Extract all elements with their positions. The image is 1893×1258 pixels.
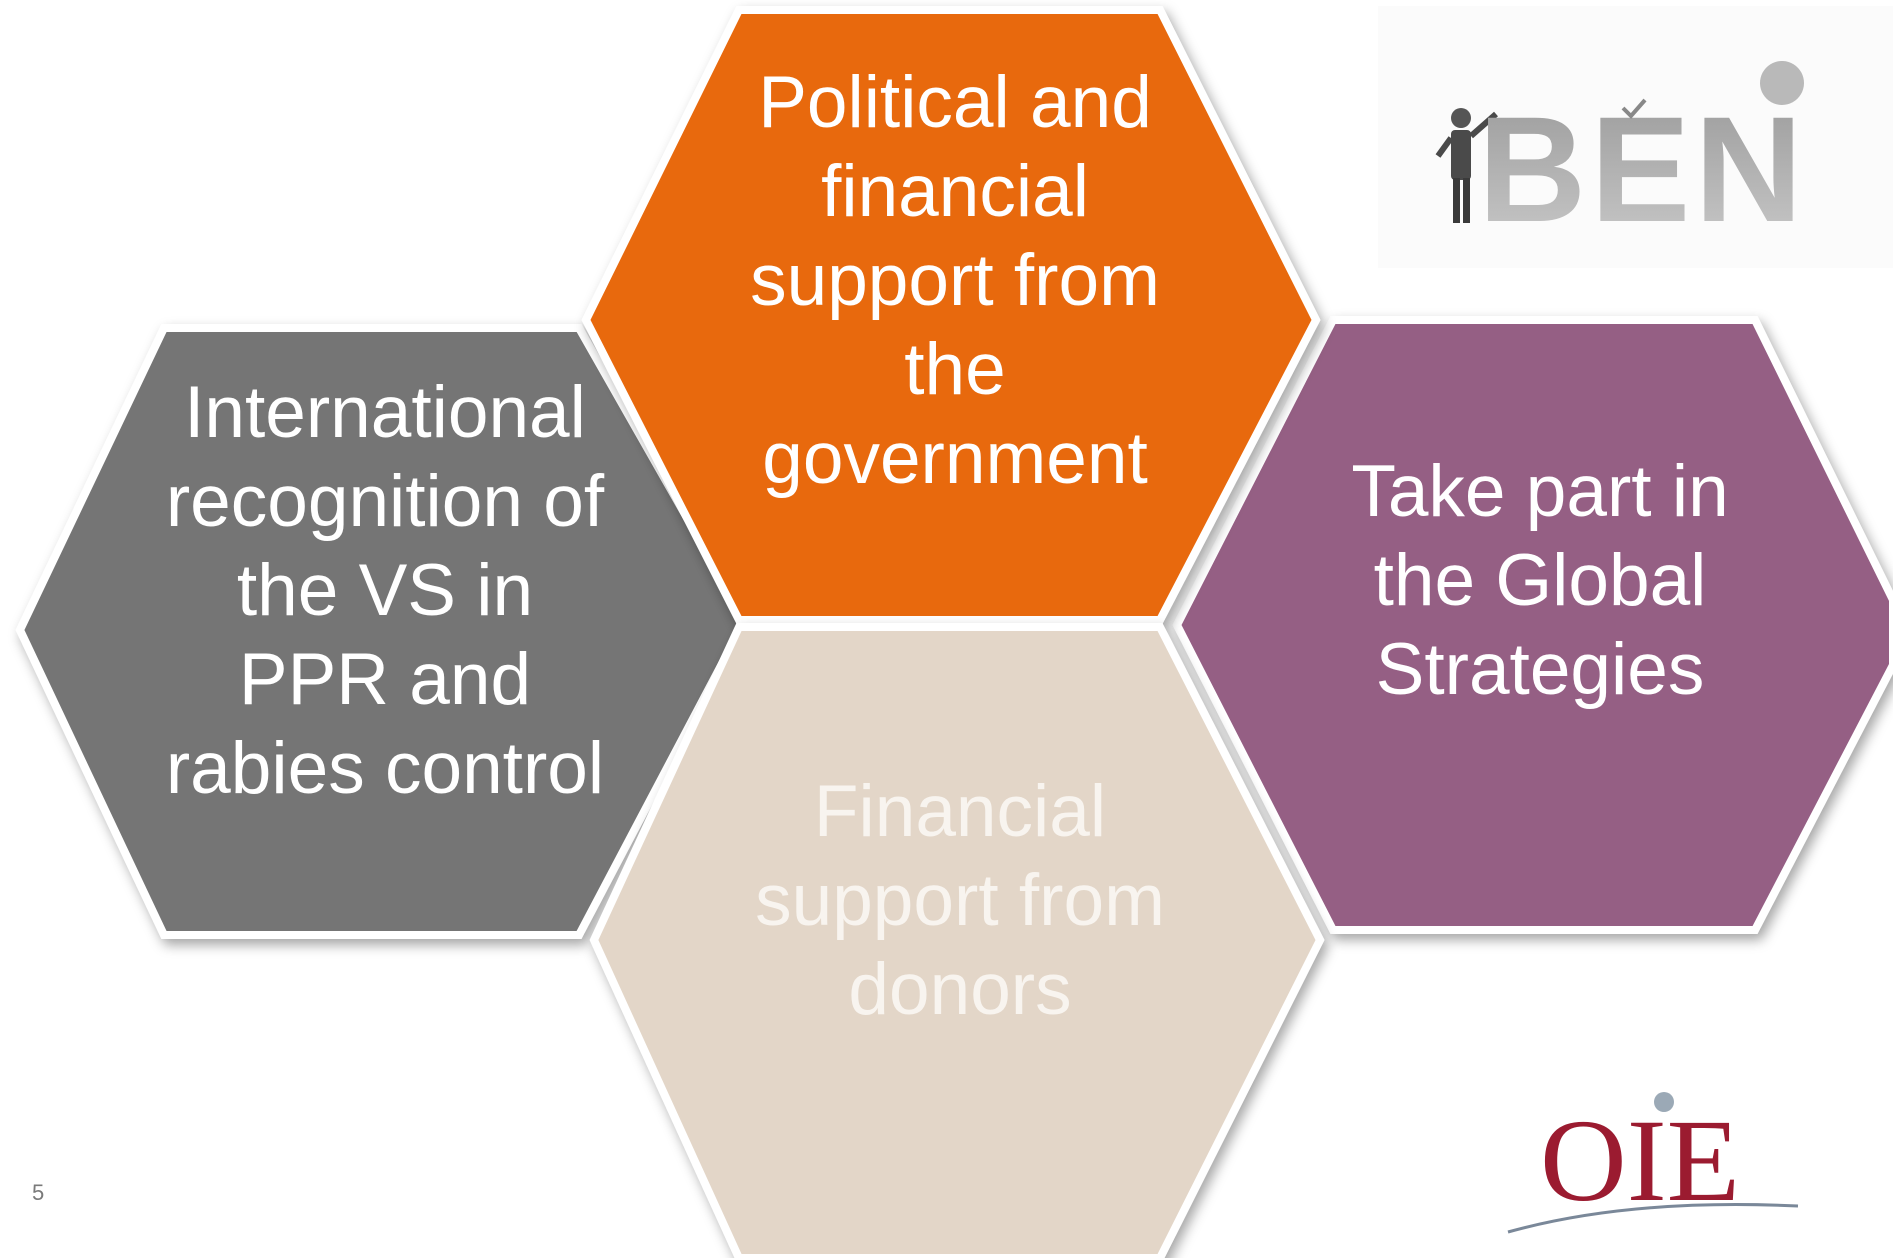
person-icon — [1435, 108, 1498, 223]
logo-swoosh — [1507, 1203, 1799, 1234]
hexagon-bottom-text: Financial support from donors — [755, 770, 1165, 1030]
hexagon-right — [1172, 316, 1893, 934]
oie-logo: OIE — [1490, 1090, 1820, 1240]
checkmark-icon — [1621, 98, 1647, 119]
page-number: 5 — [32, 1180, 45, 1205]
hexagon-top-text: Political and financial support from the… — [750, 61, 1160, 499]
benefits-word: BEN — [1478, 85, 1807, 253]
globe-icon — [1654, 1092, 1674, 1112]
hexagon-left — [15, 324, 750, 939]
hexagon-bottom — [589, 623, 1325, 1258]
pie-chart-icon — [1760, 61, 1804, 105]
hexagon-right-text: Take part in the Global Strategies — [1351, 450, 1729, 710]
oie-logo-text: OIE — [1540, 1095, 1740, 1226]
benefits-illustration: BEN — [1378, 6, 1893, 268]
hexagon-top — [581, 5, 1321, 624]
hexagon-left-text: International recognition of the VS in P… — [165, 371, 605, 809]
